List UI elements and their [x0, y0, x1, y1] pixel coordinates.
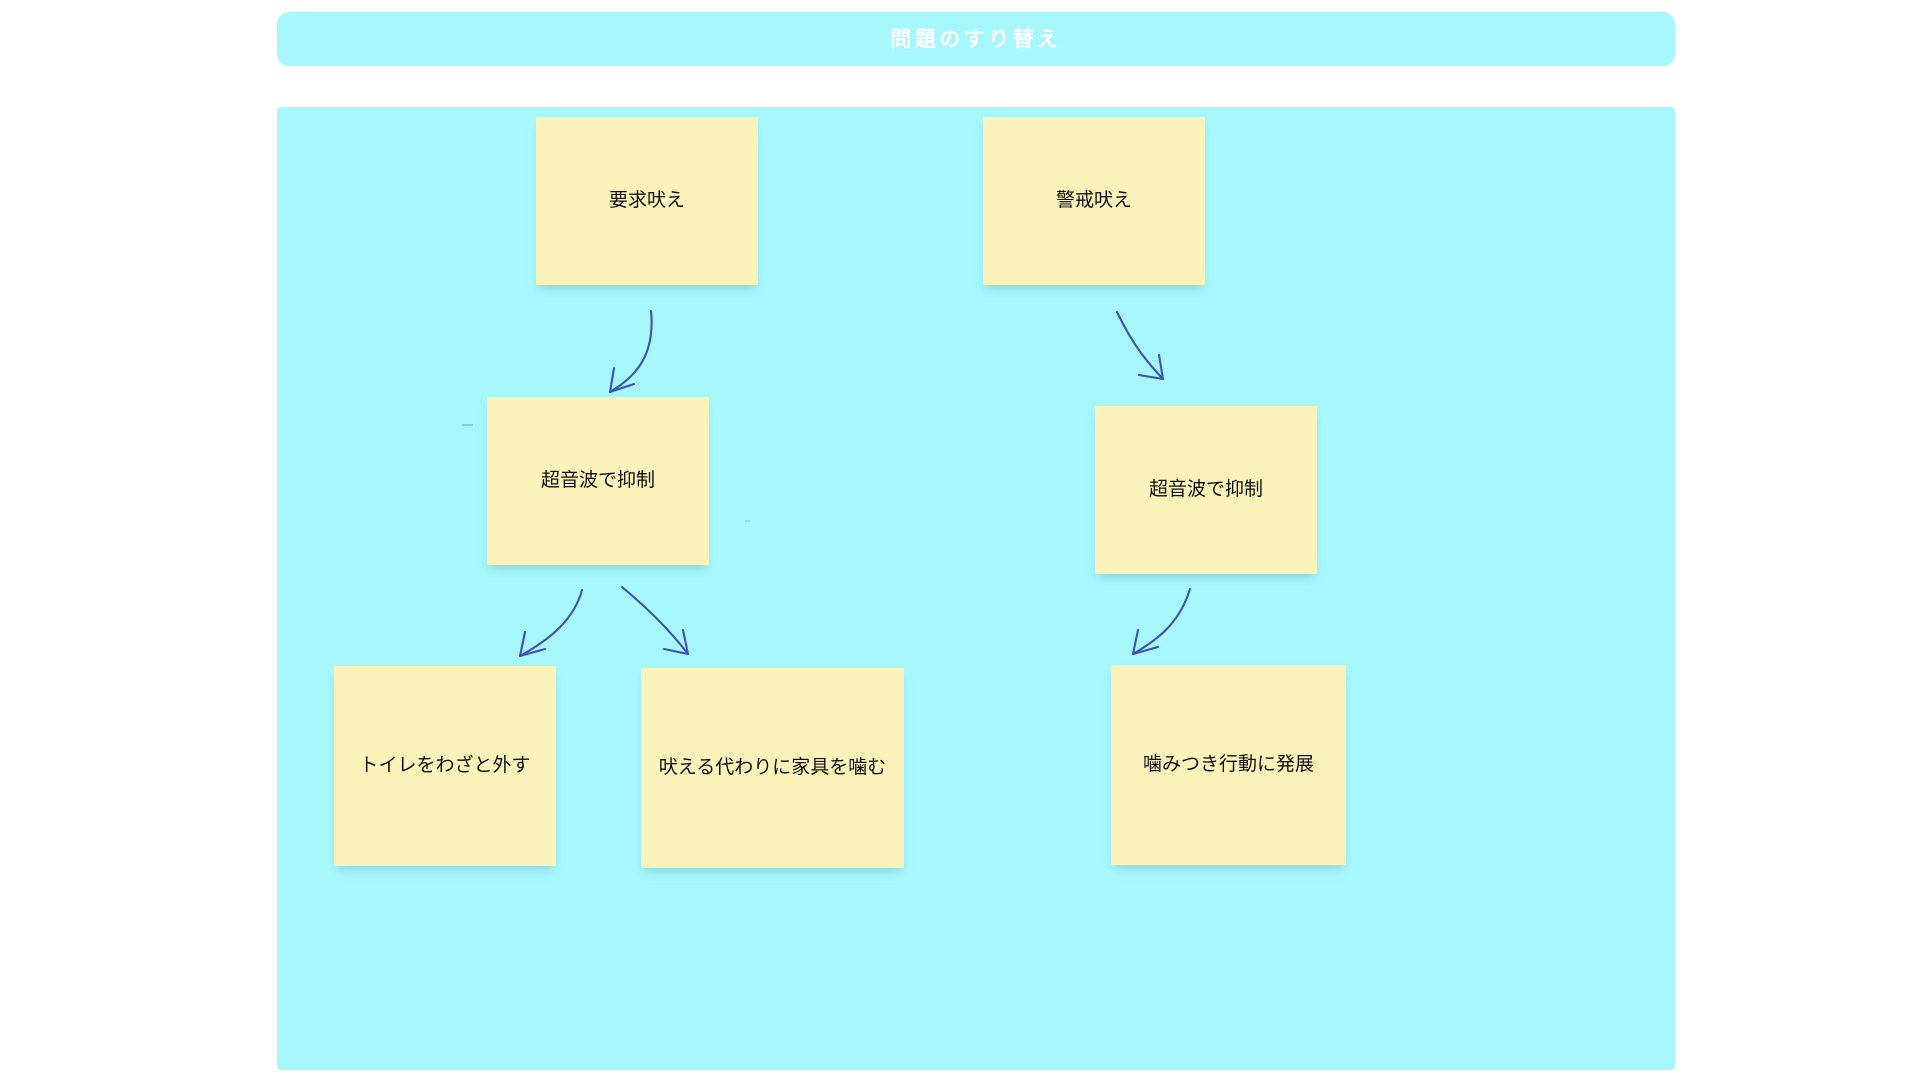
- sticky-note[interactable]: 吠える代わりに家具を噛む: [641, 668, 904, 868]
- sticky-note[interactable]: 超音波で抑制: [487, 397, 709, 565]
- sticky-note-label: 警戒吠え: [1055, 190, 1132, 212]
- connector-n4-n7: [1131, 587, 1192, 656]
- sticky-note-label: 超音波で抑制: [1148, 479, 1263, 501]
- sticky-note-label: 超音波で抑制: [540, 470, 655, 492]
- stray-mark-right: [745, 520, 750, 522]
- sticky-note[interactable]: 警戒吠え: [983, 117, 1205, 285]
- sticky-note[interactable]: 噛みつき行動に発展: [1111, 665, 1346, 865]
- diagram-canvas[interactable]: .conn { fill: none; stroke: #3f51b5; str…: [277, 107, 1675, 1070]
- connector-n2-n4: [1115, 310, 1165, 381]
- sticky-note-label: 噛みつき行動に発展: [1142, 754, 1314, 776]
- page-title: 問題のすり替え: [890, 27, 1062, 51]
- stray-mark-left: [462, 424, 473, 426]
- sticky-note[interactable]: 要求吠え: [536, 117, 758, 285]
- sticky-note[interactable]: トイレをわざと外す: [334, 666, 556, 866]
- connector-n3-n5: [518, 588, 584, 658]
- connector-n1-n3: [608, 309, 653, 394]
- sticky-note-label: トイレをわざと外す: [359, 755, 531, 777]
- sticky-note-label: 要求吠え: [608, 190, 685, 212]
- connector-layer: .conn { fill: none; stroke: #3f51b5; str…: [518, 309, 1192, 658]
- sticky-note[interactable]: 超音波で抑制: [1095, 406, 1317, 574]
- header-bar: 問題のすり替え: [277, 12, 1675, 66]
- connector-n3-n6: [620, 585, 690, 656]
- sticky-note-label: 吠える代わりに家具を噛む: [658, 757, 887, 779]
